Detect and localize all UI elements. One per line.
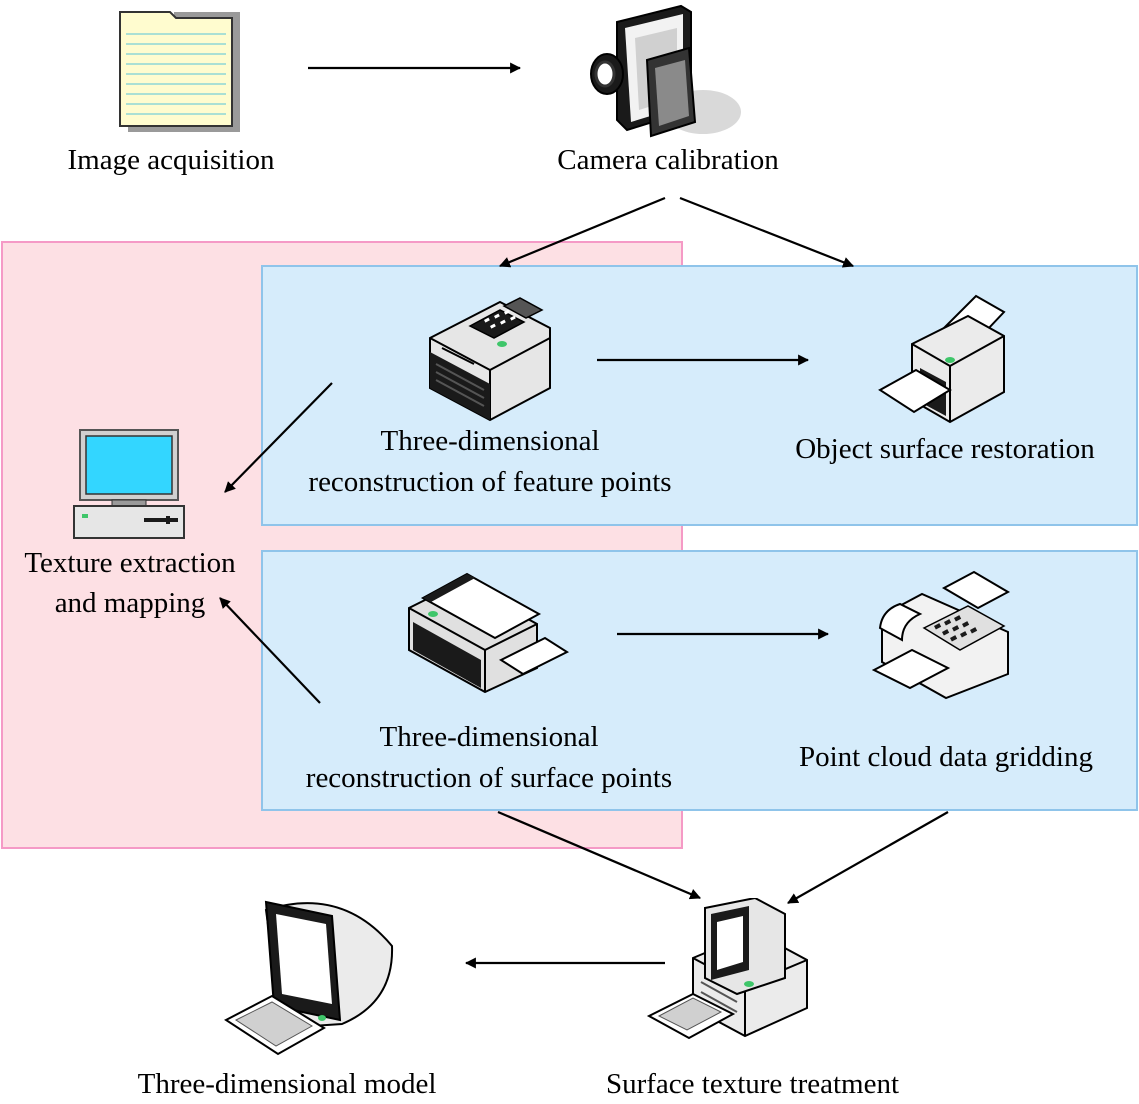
laser-printer-icon [429, 297, 551, 422]
feature-points-label-line2: reconstruction of feature points [308, 466, 672, 498]
desktop-computer-icon [73, 429, 185, 539]
fax-machine-icon [872, 570, 1011, 700]
model-label: Three-dimensional model [137, 1068, 437, 1100]
arrow-feature-points-to-texture-extraction [224, 382, 333, 493]
surface-points-label-line1: Three-dimensional [379, 721, 599, 753]
imac-computer-icon [224, 900, 394, 1056]
arrow-surface-points-to-surface-texture [497, 810, 702, 900]
arrow-surface-points-to-texture-extraction [219, 597, 321, 704]
texture-extraction-label-line1: Texture extraction [24, 547, 236, 579]
texture-extraction-label-line2: and mapping [54, 587, 206, 619]
scanner-icon [408, 572, 570, 693]
arrow-point-cloud-to-surface-texture [787, 811, 949, 904]
surface-points-label-line2: reconstruction of surface points [305, 762, 673, 794]
arrow-camera-calibration-to-surface-restoration [679, 196, 855, 268]
arrow-camera-calibration-to-feature-points [498, 196, 666, 268]
surface-restoration-label: Object surface restoration [795, 433, 1095, 465]
point-cloud-label: Point cloud data gridding [799, 741, 1093, 773]
inkjet-printer-icon [878, 294, 1006, 424]
camera-calibration-label: Camera calibration [557, 144, 779, 176]
feature-points-label-line1: Three-dimensional [380, 425, 600, 457]
tower-computer-icon [646, 898, 808, 1040]
surface-texture-label: Surface texture treatment [605, 1068, 900, 1100]
image-acquisition-label: Image acquisition [67, 144, 275, 176]
document-icon [119, 11, 240, 132]
camcorder-icon [590, 4, 741, 138]
